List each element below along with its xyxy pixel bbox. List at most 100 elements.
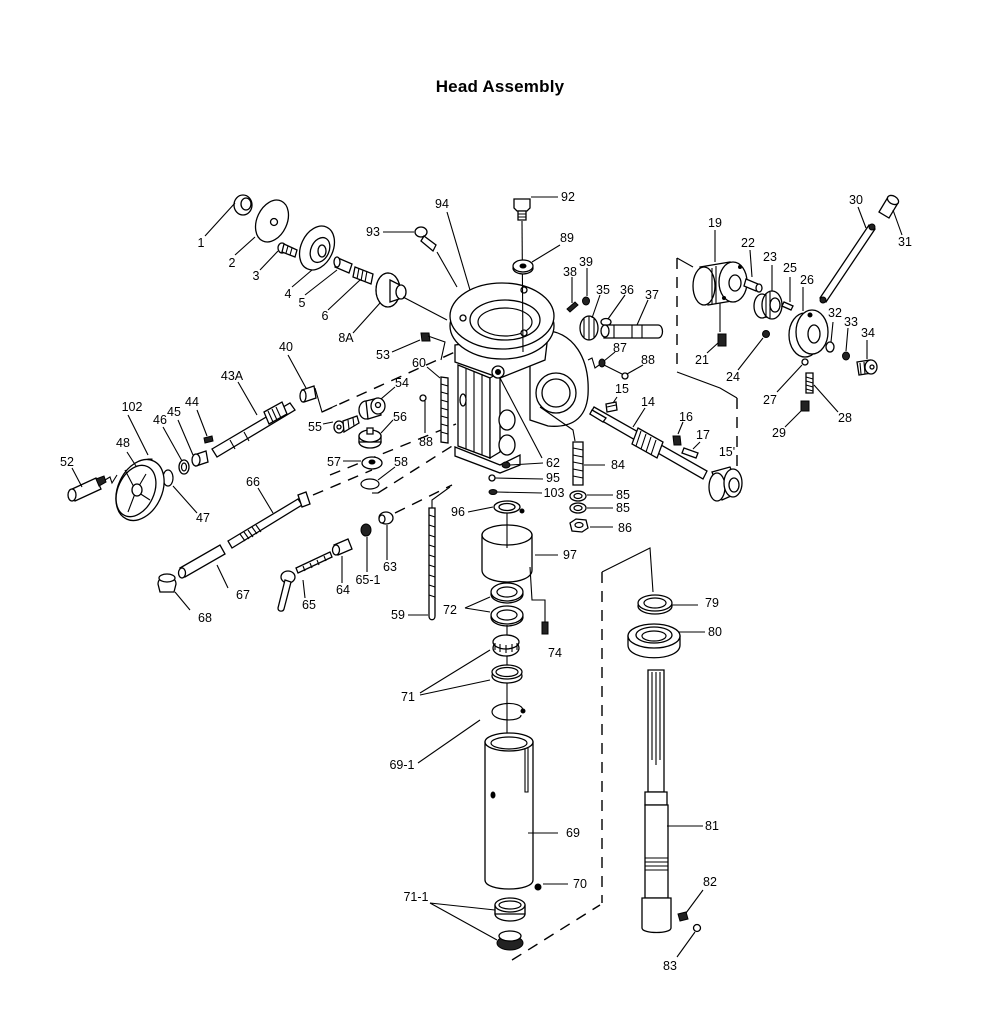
part-32-washer: 32 bbox=[825, 306, 842, 353]
part-79-ring: 79 bbox=[637, 594, 719, 615]
callout-8a: 8A bbox=[338, 331, 354, 345]
callout-25: 25 bbox=[783, 261, 797, 275]
callout-92: 92 bbox=[561, 190, 575, 204]
part-70-screw: 70 bbox=[534, 877, 587, 891]
callout-60: 60 bbox=[412, 356, 426, 370]
part-103-spring: 103 bbox=[488, 486, 564, 500]
callout-15-prime: 15' bbox=[719, 445, 735, 459]
callout-83: 83 bbox=[663, 959, 677, 973]
part-97-drum: 97 bbox=[481, 513, 577, 583]
callout-54: 54 bbox=[395, 376, 409, 390]
callout-5: 5 bbox=[299, 296, 306, 310]
part-16-screw: 16 bbox=[672, 410, 693, 446]
callout-62: 62 bbox=[546, 456, 560, 470]
part-52-handle: 52 bbox=[60, 455, 118, 502]
callout-23: 23 bbox=[763, 250, 777, 264]
callout-87: 87 bbox=[613, 341, 627, 355]
callout-86: 86 bbox=[618, 521, 632, 535]
part-5-sleeve: 5 bbox=[299, 256, 353, 310]
callout-47: 47 bbox=[196, 511, 210, 525]
callout-2: 2 bbox=[229, 256, 236, 270]
part-26-knob-hub: 26 bbox=[788, 273, 829, 358]
callout-97: 97 bbox=[563, 548, 577, 562]
callout-15: 15 bbox=[615, 382, 629, 396]
part-85-lock-nut: 85 bbox=[569, 488, 630, 502]
callout-94: 94 bbox=[435, 197, 449, 211]
part-68-knob: 68 bbox=[157, 573, 212, 625]
part-17-key: 17 bbox=[681, 428, 710, 459]
callout-66: 66 bbox=[246, 475, 260, 489]
callout-56: 56 bbox=[393, 410, 407, 424]
callout-102: 102 bbox=[122, 400, 143, 414]
part-85-lock-nut-second: 85 bbox=[569, 501, 630, 515]
callout-88-lower: 88 bbox=[419, 435, 433, 449]
callout-69-1: 69-1 bbox=[389, 758, 414, 772]
part-86-hex-nut: 86 bbox=[569, 518, 632, 535]
callout-93: 93 bbox=[366, 225, 380, 239]
part-31-handle-knob: 31 bbox=[878, 194, 912, 249]
part-40-sleeve: 40 bbox=[279, 340, 338, 413]
part-63-plug: 63 bbox=[378, 511, 397, 574]
callout-84: 84 bbox=[611, 458, 625, 472]
callout-71-1: 71-1 bbox=[403, 890, 428, 904]
callout-4: 4 bbox=[285, 287, 292, 301]
part-64-sleeve: 64 bbox=[331, 538, 353, 597]
callout-88-upper: 88 bbox=[641, 353, 655, 367]
callout-67: 67 bbox=[236, 588, 250, 602]
part-6-spring: 6 bbox=[322, 266, 374, 323]
callout-17: 17 bbox=[696, 428, 710, 442]
part-34-bolt: 34 bbox=[856, 326, 878, 376]
part-4-dial-plate: 4 bbox=[285, 225, 336, 301]
callout-31: 31 bbox=[898, 235, 912, 249]
callout-65: 65 bbox=[302, 598, 316, 612]
part-87-pin: 87 bbox=[587, 341, 627, 376]
callout-68: 68 bbox=[198, 611, 212, 625]
part-19-bevel-housing: 19 bbox=[692, 216, 748, 332]
part-53-screw: 53 bbox=[376, 332, 446, 362]
part-94-head-casting: 94 bbox=[435, 197, 589, 474]
part-1-nut: 1 bbox=[198, 194, 253, 250]
part-15-key: 15 bbox=[605, 382, 629, 413]
diagram-title: Head Assembly bbox=[435, 77, 565, 96]
callout-33: 33 bbox=[844, 315, 858, 329]
part-60-rack: 60 bbox=[412, 356, 449, 444]
callout-80: 80 bbox=[708, 625, 722, 639]
callout-72: 72 bbox=[443, 603, 457, 617]
callout-96: 96 bbox=[451, 505, 465, 519]
part-21-screw: 21 bbox=[695, 333, 727, 367]
callout-63: 63 bbox=[383, 560, 397, 574]
callout-58: 58 bbox=[394, 455, 408, 469]
callout-32: 32 bbox=[828, 306, 842, 320]
callout-40: 40 bbox=[279, 340, 293, 354]
callout-89: 89 bbox=[560, 231, 574, 245]
callout-85-b: 85 bbox=[616, 501, 630, 515]
callout-95: 95 bbox=[546, 471, 560, 485]
part-25-pin: 25 bbox=[781, 261, 797, 311]
part-69-1-snap-ring: 69-1 bbox=[389, 702, 526, 772]
callout-46: 46 bbox=[153, 413, 167, 427]
part-88-ball: 88 bbox=[621, 353, 655, 380]
part-95-ball: 95 bbox=[488, 471, 560, 485]
part-24-ball: 24 bbox=[726, 330, 770, 384]
part-80-bearing: 80 bbox=[627, 623, 722, 659]
callout-53: 53 bbox=[376, 348, 390, 362]
part-15-prime-gear: 15' bbox=[708, 445, 743, 502]
callout-6: 6 bbox=[322, 309, 329, 323]
part-67-rod: 67 bbox=[177, 544, 250, 602]
callout-26: 26 bbox=[800, 273, 814, 287]
callout-30: 30 bbox=[849, 193, 863, 207]
part-59-feed-screw: 59 bbox=[391, 486, 451, 622]
part-44-key: 44 bbox=[185, 395, 214, 444]
part-74-screw: 74 bbox=[529, 566, 562, 660]
part-89-washer: 89 bbox=[512, 231, 574, 275]
callout-37: 37 bbox=[645, 288, 659, 302]
part-88-plunger: 88 bbox=[419, 394, 433, 449]
callout-82: 82 bbox=[703, 875, 717, 889]
part-47-ring: 47 bbox=[162, 469, 210, 525]
part-83-ball: 83 bbox=[663, 923, 702, 973]
callout-59: 59 bbox=[391, 608, 405, 622]
callout-19: 19 bbox=[708, 216, 722, 230]
callout-81: 81 bbox=[705, 819, 719, 833]
part-23-clutch: 23 bbox=[753, 250, 783, 320]
callout-27: 27 bbox=[763, 393, 777, 407]
